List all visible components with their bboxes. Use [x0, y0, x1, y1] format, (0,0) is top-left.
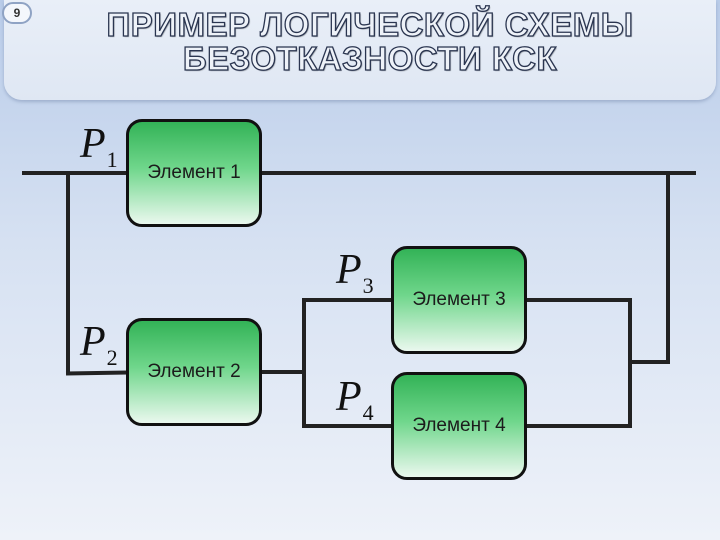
element-4-box: Элемент 4	[391, 372, 527, 480]
wire-to-element-2	[65, 370, 129, 376]
wire-element-4-out	[527, 424, 632, 428]
element-4-label: Элемент 4	[412, 415, 506, 436]
wire-right-vertical	[666, 171, 670, 363]
prob-index-2: 2	[106, 345, 118, 370]
probability-label-1: P1	[80, 121, 118, 172]
title-line-2: БЕЗОТКАЗНОСТИ КСК	[182, 40, 558, 77]
prob-index-1: 1	[106, 147, 118, 172]
title-line-1: ПРИМЕР ЛОГИЧЕСКОЙ СХЕМЫ	[106, 6, 634, 43]
prob-symbol-4: P	[336, 374, 362, 420]
element-3-box: Элемент 3	[391, 246, 527, 354]
slide-number: 9	[2, 2, 32, 24]
title-panel	[4, 0, 716, 100]
prob-symbol-1: P	[80, 121, 106, 167]
wire-left-vertical	[66, 171, 70, 373]
prob-symbol-2: P	[80, 319, 106, 365]
wire-merge-return	[628, 360, 670, 364]
element-2-box: Элемент 2	[126, 318, 262, 426]
probability-label-4: P4	[336, 374, 374, 425]
probability-label-2: P2	[80, 319, 118, 370]
slide-title: ПРИМЕР ЛОГИЧЕСКОЙ СХЕМЫ БЕЗОТКАЗНОСТИ КС…	[60, 6, 680, 77]
element-1-box: Элемент 1	[126, 119, 262, 227]
wire-element-3-out	[527, 298, 632, 302]
probability-label-3: P3	[336, 247, 374, 298]
wire-element-2-out	[262, 370, 306, 374]
wire-to-element-4	[302, 424, 392, 428]
prob-index-4: 4	[362, 400, 374, 425]
element-1-label: Элемент 1	[147, 162, 241, 183]
element-3-label: Элемент 3	[412, 289, 506, 310]
prob-symbol-3: P	[336, 247, 362, 293]
wire-parallel-left	[302, 298, 306, 428]
wire-to-element-3	[302, 298, 392, 302]
element-2-label: Элемент 2	[147, 361, 241, 382]
prob-index-3: 3	[362, 273, 374, 298]
main-wire-top	[22, 171, 696, 175]
